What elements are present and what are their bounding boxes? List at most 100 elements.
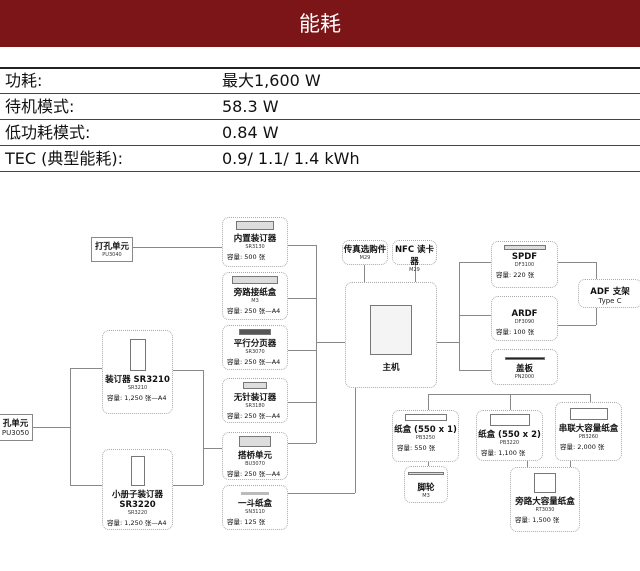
- connector: [133, 247, 222, 248]
- label: NFC 读卡器: [394, 245, 435, 267]
- connector: [459, 262, 460, 370]
- label: 无针装订器: [233, 393, 277, 403]
- label: 旁路接纸盒: [233, 288, 277, 298]
- model: SR3070: [245, 349, 265, 355]
- spec-value: 58.3 W: [222, 97, 279, 116]
- label: ARDF: [511, 309, 538, 319]
- model: PB3260: [578, 434, 599, 440]
- model: PN2000: [514, 374, 535, 380]
- label: 脚轮: [417, 483, 435, 493]
- connector: [510, 394, 511, 410]
- connector: [288, 350, 317, 351]
- connector: [288, 402, 316, 403]
- spec-value: 最大1,600 W: [222, 71, 321, 90]
- model: M3: [251, 298, 259, 304]
- label: 孔单元: [2, 419, 29, 429]
- spec-label: 低功耗模式:: [5, 123, 91, 142]
- label: ADF 支架: [590, 287, 630, 297]
- capacity: 容量: 500 张: [227, 253, 266, 261]
- connector: [459, 262, 491, 263]
- tray-icon: [534, 473, 556, 493]
- connector: [590, 394, 591, 402]
- label: 平行分页器: [233, 339, 277, 349]
- connector: [428, 462, 429, 466]
- label: SPDF: [511, 252, 538, 262]
- tray-icon: [232, 276, 278, 284]
- model: DF3100: [514, 262, 535, 268]
- spec-row: 功耗:最大1,600 W: [0, 68, 640, 94]
- model: SR3220: [127, 510, 148, 516]
- connector: [33, 427, 70, 428]
- stapler-icon: [243, 382, 267, 389]
- label: 搭桥单元: [237, 451, 272, 461]
- main-unit[interactable]: 主机: [345, 282, 437, 388]
- tray-icon: [404, 414, 447, 421]
- connector: [316, 342, 345, 343]
- capacity: 容量: 1,250 张—A4: [107, 394, 167, 402]
- model: DF3090: [514, 319, 535, 325]
- capacity: 容量: 250 张—A4: [227, 358, 281, 366]
- label: 主机: [382, 363, 400, 373]
- tray-icon: [489, 414, 530, 426]
- capacity: 容量: 250 张—A4: [227, 307, 281, 315]
- capacity: 容量: 220 张: [496, 271, 535, 279]
- spec-value: 0.9/ 1.1/ 1.4 kWh: [222, 149, 360, 168]
- connector: [428, 394, 590, 395]
- capacity: 容量: 2,000 张: [560, 443, 605, 451]
- connector: [173, 485, 203, 486]
- finisher-icon: [130, 456, 145, 486]
- model: BU3070: [245, 461, 265, 467]
- spec-row: 待机模式: 58.3 W: [0, 94, 640, 120]
- connector: [558, 325, 596, 326]
- spec-label: 待机模式:: [5, 97, 75, 116]
- connector: [70, 485, 102, 486]
- capacity: 容量: 1,250 张—A4: [107, 519, 167, 527]
- connector: [459, 315, 491, 316]
- connector: [316, 245, 317, 443]
- connector: [288, 443, 316, 444]
- connector: [527, 461, 528, 467]
- model: PU3050: [1, 429, 30, 437]
- connector: [558, 262, 596, 263]
- finisher-icon: [129, 339, 146, 371]
- model: M29: [409, 267, 420, 273]
- connector: [288, 298, 316, 299]
- spec-row: TEC (典型能耗):0.9/ 1.1/ 1.4 kWh: [0, 146, 640, 172]
- capacity: 容量: 100 张: [496, 328, 535, 336]
- connector: [203, 448, 222, 449]
- connector: [203, 370, 204, 485]
- label: 盖板: [515, 364, 533, 374]
- label: 纸盒 (550 x 1): [394, 425, 457, 435]
- connector: [288, 493, 355, 494]
- tray-icon: [241, 492, 269, 495]
- model: SR3210: [127, 385, 148, 391]
- label: 装订器 SR3210: [105, 375, 170, 385]
- connector: [70, 368, 102, 369]
- page-title: 能耗: [0, 0, 640, 47]
- capacity: 容量: 550 张: [397, 444, 436, 452]
- spec-value: 0.84 W: [222, 123, 279, 142]
- label: 旁路大容量纸盒: [515, 497, 575, 507]
- sorter-icon: [239, 329, 271, 335]
